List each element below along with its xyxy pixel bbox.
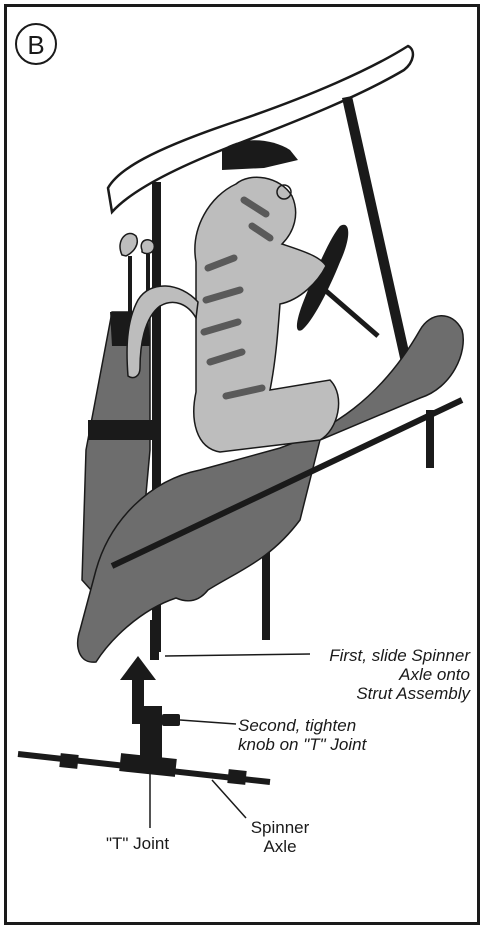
steering-column [318, 284, 378, 336]
callout-tighten: Second, tighten knob on "T" Joint [238, 716, 366, 754]
front-strut [342, 96, 418, 394]
leader-spinner-axle [212, 780, 246, 818]
tightening-knob [162, 714, 180, 726]
step-letter: B [27, 30, 44, 60]
callout-tighten-line2: knob on "T" Joint [238, 735, 366, 754]
callout-slide-line3: Strut Assembly [226, 684, 470, 703]
callout-slide-line2: Axle onto [226, 665, 470, 684]
callout-t-joint: "T" Joint [106, 834, 169, 853]
callout-slide: First, slide Spinner Axle onto Strut Ass… [226, 646, 470, 703]
step-badge: B [16, 24, 56, 64]
strut-end [150, 620, 159, 660]
t-joint-base [119, 753, 177, 777]
callout-spinner-axle-line1: Spinner [240, 818, 320, 837]
t-joint-body [140, 706, 162, 760]
axle-collar-left [59, 753, 78, 769]
axle-collar-right [227, 769, 246, 785]
spinner-axle-assembly [18, 706, 270, 828]
callout-slide-line1: First, slide Spinner [226, 646, 470, 665]
callout-tighten-line1: Second, tighten [238, 716, 366, 735]
callout-spinner-axle: Spinner Axle [240, 818, 320, 856]
callout-spinner-axle-line2: Axle [240, 837, 320, 856]
